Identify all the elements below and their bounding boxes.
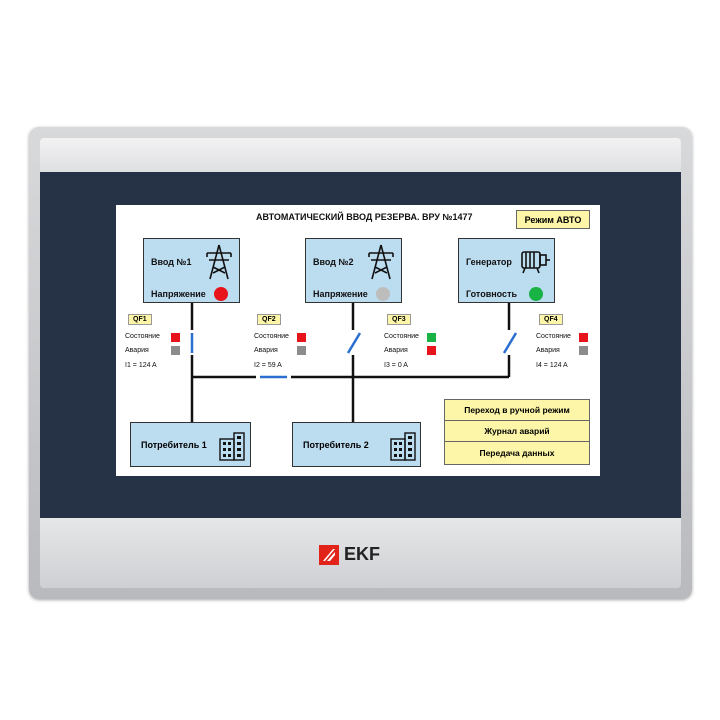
source-status-label: Готовность bbox=[466, 289, 518, 299]
consumer-name: Потребитель 1 bbox=[141, 440, 207, 450]
power-tower-icon bbox=[368, 244, 394, 280]
consumer-name: Потребитель 2 bbox=[303, 440, 369, 450]
source-generator[interactable]: Генератор Готовность bbox=[458, 238, 555, 303]
consumer-1[interactable]: Потребитель 1 bbox=[130, 422, 251, 467]
logo-slash-icon bbox=[323, 548, 335, 561]
breaker-id: QF2 bbox=[257, 314, 281, 325]
alarm-indicator bbox=[171, 346, 180, 355]
source-name: Генератор bbox=[466, 257, 512, 267]
voltage-indicator-led bbox=[376, 287, 390, 301]
breaker-qf4-contact bbox=[502, 332, 518, 354]
ekf-logo: EKF bbox=[319, 544, 380, 565]
consumer-2[interactable]: Потребитель 2 bbox=[292, 422, 421, 467]
breaker-id: QF1 bbox=[128, 314, 152, 325]
alarm-indicator bbox=[297, 346, 306, 355]
source-status-label: Напряжение bbox=[151, 289, 206, 299]
state-label: Состояние bbox=[125, 333, 160, 340]
ready-indicator-led bbox=[529, 287, 543, 301]
breaker-qf3-contact bbox=[346, 332, 362, 354]
source-input-2[interactable]: Ввод №2 Напряжение bbox=[305, 238, 402, 303]
generator-icon bbox=[521, 251, 550, 274]
bezel-bottom-band bbox=[40, 518, 681, 588]
ekf-logo-mark bbox=[319, 544, 339, 565]
alarm-label: Авария bbox=[254, 347, 278, 354]
current-readout: I4 = 124 A bbox=[536, 362, 568, 369]
state-label: Состояние bbox=[254, 333, 289, 340]
data-transfer-button[interactable]: Передача данных bbox=[445, 442, 589, 463]
hmi-screen: АВТОМАТИЧЕСКИЙ ВВОД РЕЗЕРВА. ВРУ №1477 Р… bbox=[116, 205, 600, 476]
breaker-id: QF3 bbox=[387, 314, 411, 325]
source-name: Ввод №1 bbox=[151, 257, 192, 267]
alarm-indicator bbox=[579, 346, 588, 355]
current-readout: I1 = 124 A bbox=[125, 362, 157, 369]
bezel-top-band bbox=[40, 138, 681, 172]
alarm-log-button[interactable]: Журнал аварий bbox=[445, 421, 589, 442]
state-label: Состояние bbox=[384, 333, 419, 340]
state-indicator bbox=[427, 333, 436, 342]
alarm-label: Авария bbox=[125, 347, 149, 354]
alarm-label: Авария bbox=[536, 347, 560, 354]
voltage-indicator-led bbox=[214, 287, 228, 301]
alarm-label: Авария bbox=[384, 347, 408, 354]
current-readout: I2 = 59 A bbox=[254, 362, 282, 369]
mode-auto-button[interactable]: Режим АВТО bbox=[516, 210, 590, 229]
breaker-id: QF4 bbox=[539, 314, 563, 325]
alarm-indicator bbox=[427, 346, 436, 355]
wiring-diagram bbox=[190, 303, 518, 422]
menu-panel: Переход в ручной режим Журнал аварий Пер… bbox=[444, 399, 590, 465]
manual-mode-button[interactable]: Переход в ручной режим bbox=[445, 400, 589, 421]
brand-name: EKF bbox=[344, 544, 380, 564]
source-input-1[interactable]: Ввод №1 Напряжение bbox=[143, 238, 240, 303]
building-icon bbox=[390, 432, 416, 461]
state-indicator bbox=[171, 333, 180, 342]
state-label: Состояние bbox=[536, 333, 571, 340]
power-tower-icon bbox=[206, 244, 232, 280]
source-status-label: Напряжение bbox=[313, 289, 368, 299]
state-indicator bbox=[297, 333, 306, 342]
screen-title: АВТОМАТИЧЕСКИЙ ВВОД РЕЗЕРВА. ВРУ №1477 bbox=[256, 212, 473, 222]
source-name: Ввод №2 bbox=[313, 257, 354, 267]
current-readout: I3 = 0 A bbox=[384, 362, 408, 369]
state-indicator bbox=[579, 333, 588, 342]
building-icon bbox=[219, 432, 245, 461]
